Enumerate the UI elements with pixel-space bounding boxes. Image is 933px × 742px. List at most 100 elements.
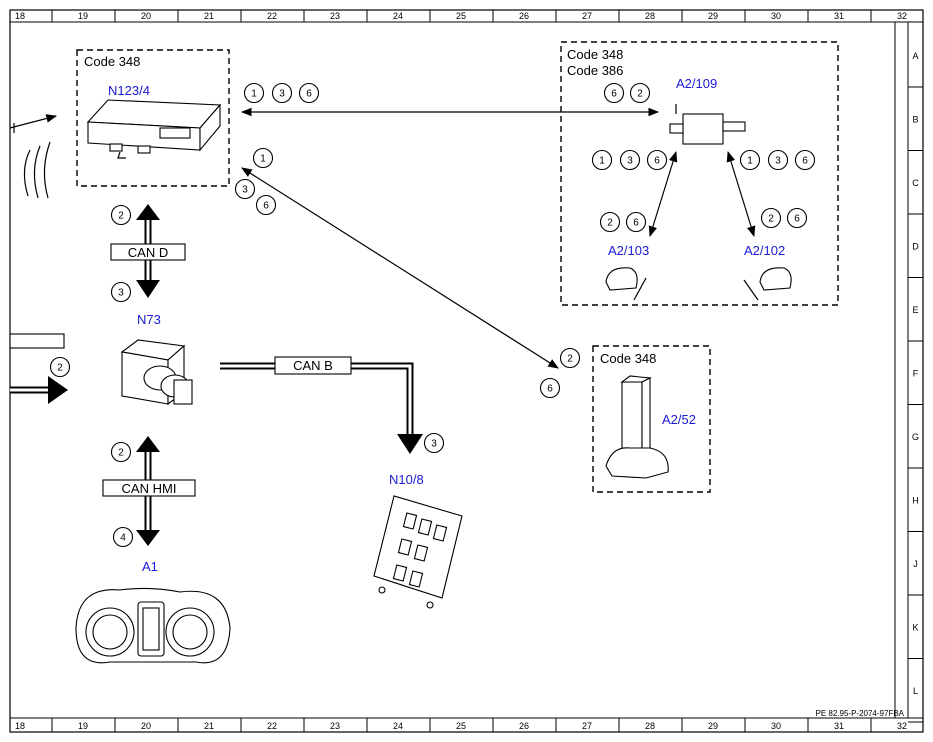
reference-circle: 1 [243, 82, 265, 104]
bus-label-box [110, 243, 186, 261]
component-label-n10-8: N10/8 [389, 472, 424, 487]
column-tick-label: 32 [897, 721, 907, 731]
column-tick-label: 29 [708, 721, 718, 731]
reference-number: 6 [547, 384, 553, 395]
column-tick-label: 27 [582, 11, 592, 21]
reference-number: 1 [260, 154, 266, 165]
code-box-a2-52 [592, 345, 711, 493]
column-tick-label: 18 [15, 721, 25, 731]
column-tick-label: 28 [645, 11, 655, 21]
column-tick-label: 19 [78, 11, 88, 21]
bus-label-box [102, 479, 196, 497]
row-tick-label: E [912, 305, 918, 315]
n123-4-control-unit-drawing [86, 99, 222, 159]
reference-circle: 6 [786, 207, 808, 229]
can-b-bus-line [220, 362, 423, 454]
reference-number: 3 [118, 288, 124, 299]
reference-number: 4 [120, 533, 126, 544]
reference-circle: 1 [591, 149, 613, 171]
code-label: Code 386 [567, 63, 623, 78]
reference-circle: 1 [252, 147, 274, 169]
component-label-a2-102: A2/102 [744, 243, 785, 258]
component-label-a1: A1 [142, 559, 158, 574]
row-tick-label: B [912, 115, 918, 125]
a1-instrument-cluster-drawing [75, 587, 231, 664]
n10-8-fuse-box-drawing [373, 495, 463, 609]
component-label-n73: N73 [137, 312, 161, 327]
reference-number: 3 [431, 439, 437, 450]
reference-number: 1 [251, 89, 257, 100]
reference-circle: 3 [423, 432, 445, 454]
reference-number: 1 [747, 156, 753, 167]
bus-label-can-d: CAN D [128, 245, 168, 260]
column-tick-label: 32 [897, 11, 907, 21]
column-tick-label: 21 [204, 11, 214, 21]
row-tick-label: G [912, 432, 919, 442]
reference-number: 6 [654, 156, 660, 167]
reference-circle: 2 [49, 356, 71, 378]
column-tick-label: 20 [141, 721, 151, 731]
column-tick-label: 31 [834, 11, 844, 21]
column-tick-label: 25 [456, 721, 466, 731]
reference-number: 2 [118, 211, 124, 222]
link-a2-109-a2-103 [648, 150, 678, 238]
a2-52-component-drawing [605, 375, 669, 479]
column-tick-label: 18 [15, 11, 25, 21]
reference-circle: 3 [619, 149, 641, 171]
column-tick-label: 25 [456, 11, 466, 21]
column-tick-label: 24 [393, 11, 403, 21]
a2-109-unit-drawing [669, 104, 746, 145]
a2-102-mirror-drawing [743, 267, 792, 301]
code-label: Code 348 [84, 54, 140, 69]
reference-number: 3 [627, 156, 633, 167]
row-tick-label: J [913, 559, 918, 569]
reference-circle: 1 [739, 149, 761, 171]
link-n123-a2-52 [241, 167, 559, 369]
reference-circle: 2 [110, 204, 132, 226]
bus-label-can-b: CAN B [293, 358, 333, 373]
reference-circle: 3 [110, 281, 132, 303]
reference-number: 3 [242, 185, 248, 196]
bus-label-box [274, 356, 352, 375]
column-tick-label: 23 [330, 721, 340, 731]
reference-number: 2 [607, 218, 613, 229]
column-tick-label: 19 [78, 721, 88, 731]
reference-circle: 4 [112, 526, 134, 548]
column-tick-label: 24 [393, 721, 403, 731]
antenna-waves-drawing [13, 123, 51, 199]
row-tick-label: A [912, 51, 918, 61]
reference-number: 6 [611, 89, 617, 100]
reference-circle: 3 [234, 178, 256, 200]
column-tick-label: 30 [771, 11, 781, 21]
drawing-frame [9, 9, 924, 733]
row-tick-label: L [913, 686, 918, 696]
reference-circle: 6 [255, 194, 277, 216]
code-label: Code 348 [567, 47, 623, 62]
column-tick-label: 22 [267, 721, 277, 731]
reference-circle: 6 [603, 82, 625, 104]
reference-number: 2 [118, 448, 124, 459]
row-tick-label: D [912, 242, 919, 252]
row-tick-label: F [913, 369, 919, 379]
column-tick-label: 31 [834, 721, 844, 731]
reference-circle: 2 [629, 82, 651, 104]
component-label-a2-103: A2/103 [608, 243, 649, 258]
row-tick-label: K [912, 623, 918, 633]
column-tick-label: 21 [204, 721, 214, 731]
reference-circle: 6 [298, 82, 320, 104]
reference-circle: 6 [646, 149, 668, 171]
reference-number: 6 [802, 156, 808, 167]
reference-circle: 6 [794, 149, 816, 171]
reference-circle: 3 [271, 82, 293, 104]
column-tick-label: 28 [645, 721, 655, 731]
reference-number: 2 [768, 214, 774, 225]
column-tick-label: 26 [519, 721, 529, 731]
reference-number: 3 [775, 156, 781, 167]
n73-ignition-switch-drawing [120, 339, 193, 406]
reference-circle: 6 [625, 211, 647, 233]
reference-number: 3 [279, 89, 285, 100]
